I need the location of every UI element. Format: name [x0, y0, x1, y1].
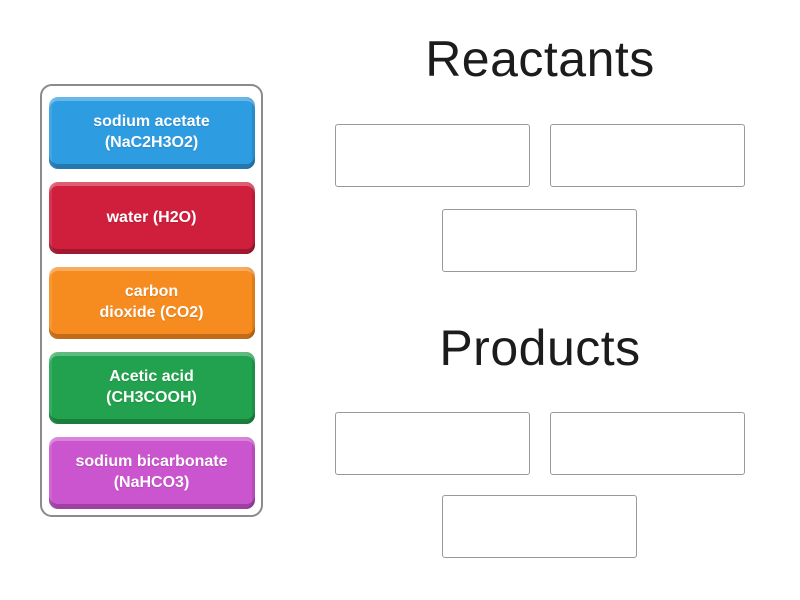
chip-label: water (H2O) — [106, 208, 197, 226]
group-title-products: Products — [439, 320, 641, 376]
chip-label: sodium bicarbonate (NaHCO3) — [75, 453, 228, 491]
chip-water[interactable]: water (H2O) — [48, 182, 255, 254]
drop-slot-products-1[interactable] — [335, 412, 530, 475]
chip-sodium-bicarbonate[interactable]: sodium bicarbonate (NaHCO3) — [48, 437, 255, 509]
chip-tray: sodium acetate (NaC2H3O2) water (H2O) carb… — [40, 84, 263, 517]
drop-slot-reactants-1[interactable] — [335, 124, 530, 187]
chip-carbon-dioxide[interactable]: carbon dioxide (CO2) — [48, 267, 255, 339]
chip-acetic-acid[interactable]: Acetic acid (CH3COOH) — [48, 352, 255, 424]
chip-label: Acetic acid (CH3COOH) — [106, 368, 197, 406]
drop-slot-reactants-2[interactable] — [550, 124, 745, 187]
chip-sodium-acetate[interactable]: sodium acetate (NaC2H3O2) — [48, 97, 255, 169]
chip-label: carbon dioxide (CO2) — [99, 283, 204, 321]
drop-slot-reactants-3[interactable] — [442, 209, 637, 272]
chip-label: sodium acetate (NaC2H3O2) — [93, 113, 210, 151]
group-title-reactants: Reactants — [425, 31, 655, 87]
drop-slot-products-3[interactable] — [442, 495, 637, 558]
drop-slot-products-2[interactable] — [550, 412, 745, 475]
